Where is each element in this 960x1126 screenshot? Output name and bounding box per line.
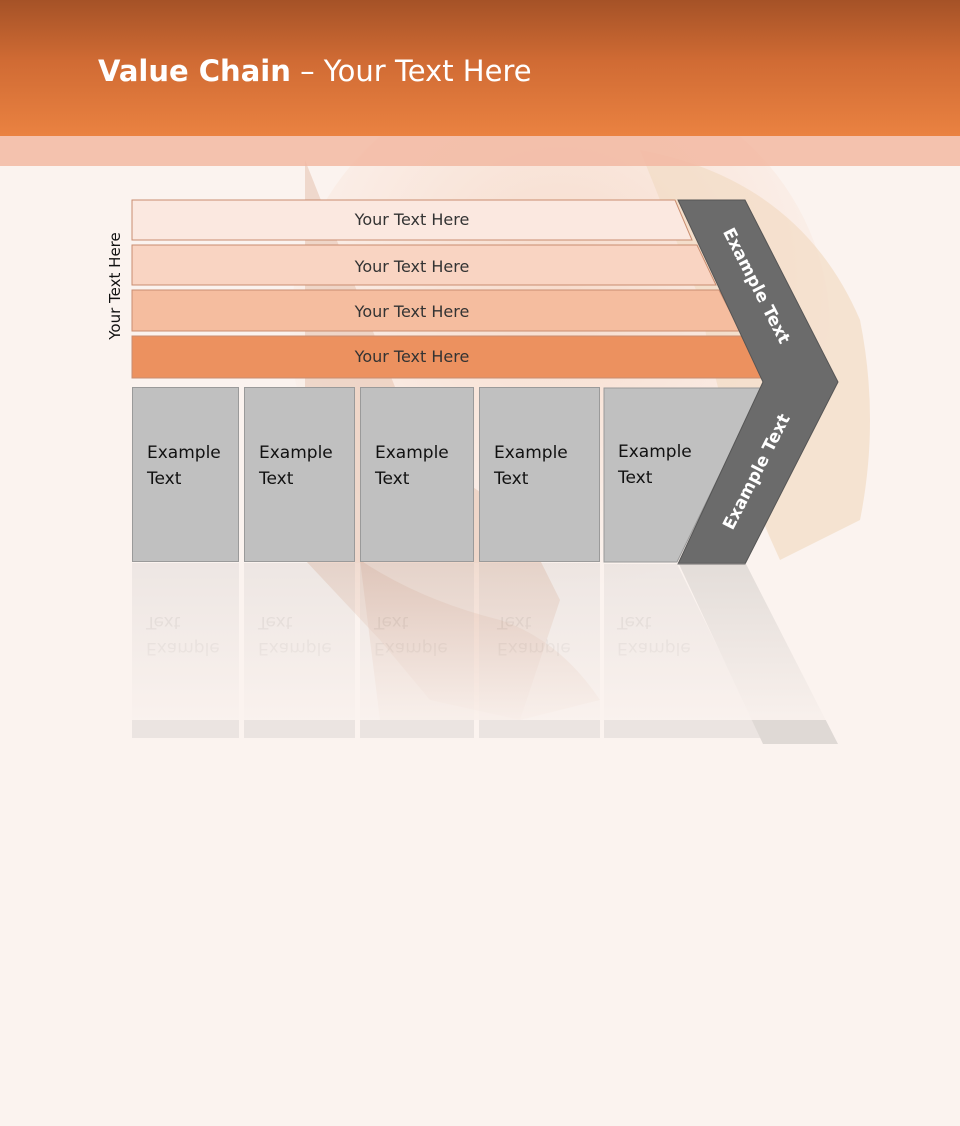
strip-4[interactable]: Your Text Here (132, 337, 692, 375)
reflection-3-line1: Example (374, 638, 448, 658)
box-5-line2: Text (618, 468, 653, 488)
box-4-line1: Example (494, 443, 568, 463)
reflection-3-line2: Text (374, 612, 409, 632)
reflection-text-2: Example Text (258, 609, 332, 661)
strip-shape-2 (131, 244, 717, 286)
strip-3[interactable]: Your Text Here (132, 292, 692, 330)
strip-4-label: Your Text Here (354, 346, 470, 366)
box-3-line1: Example (375, 443, 449, 463)
activity-box-5[interactable]: Example Text (604, 387, 704, 562)
title-bar (0, 0, 960, 136)
activity-box-2[interactable]: Example Text (244, 387, 355, 562)
box-1-line2: Text (147, 469, 182, 489)
box-2-line2: Text (259, 469, 294, 489)
reflection-text-5: Example Text (617, 609, 691, 661)
box-2-line1: Example (259, 443, 333, 463)
strip-1-label: Your Text Here (354, 209, 470, 229)
reflection-shapes (132, 562, 838, 744)
reflection-5-line1: Example (617, 638, 691, 658)
box-1-line1: Example (147, 443, 221, 463)
strip-3-label: Your Text Here (354, 301, 470, 321)
box-3-line2: Text (375, 469, 410, 489)
reflection-text-1: Example Text (146, 609, 220, 661)
strip-2[interactable]: Your Text Here (132, 247, 692, 285)
strip-1[interactable]: Your Text Here (132, 200, 692, 238)
strip-shape-1 (131, 199, 693, 241)
reflection-2-line1: Example (258, 638, 332, 658)
reflection-text-3: Example Text (374, 609, 448, 661)
title-rest: – Your Text Here (290, 54, 532, 88)
reflection-2-line2: Text (258, 612, 293, 632)
box-4-line2: Text (494, 469, 529, 489)
reflection-1-line1: Example (146, 638, 220, 658)
title-bold: Value Chain (98, 54, 291, 88)
box-5-line1: Example (618, 442, 692, 462)
activity-box-3[interactable]: Example Text (360, 387, 474, 562)
reflection-4-line2: Text (497, 612, 532, 632)
reflection-4-line1: Example (497, 638, 571, 658)
title-band (0, 136, 960, 166)
slide-title: Value Chain – Your Text Here (98, 54, 532, 88)
activity-box-1[interactable]: Example Text (132, 387, 239, 562)
reflection-1-line2: Text (146, 612, 181, 632)
reflection-5-line2: Text (617, 612, 652, 632)
activity-box-4[interactable]: Example Text (479, 387, 600, 562)
value-chain-shapes (131, 199, 839, 565)
reflection-text-4: Example Text (497, 609, 571, 661)
last-box-shape (603, 387, 763, 563)
strip-2-label: Your Text Here (354, 256, 470, 276)
